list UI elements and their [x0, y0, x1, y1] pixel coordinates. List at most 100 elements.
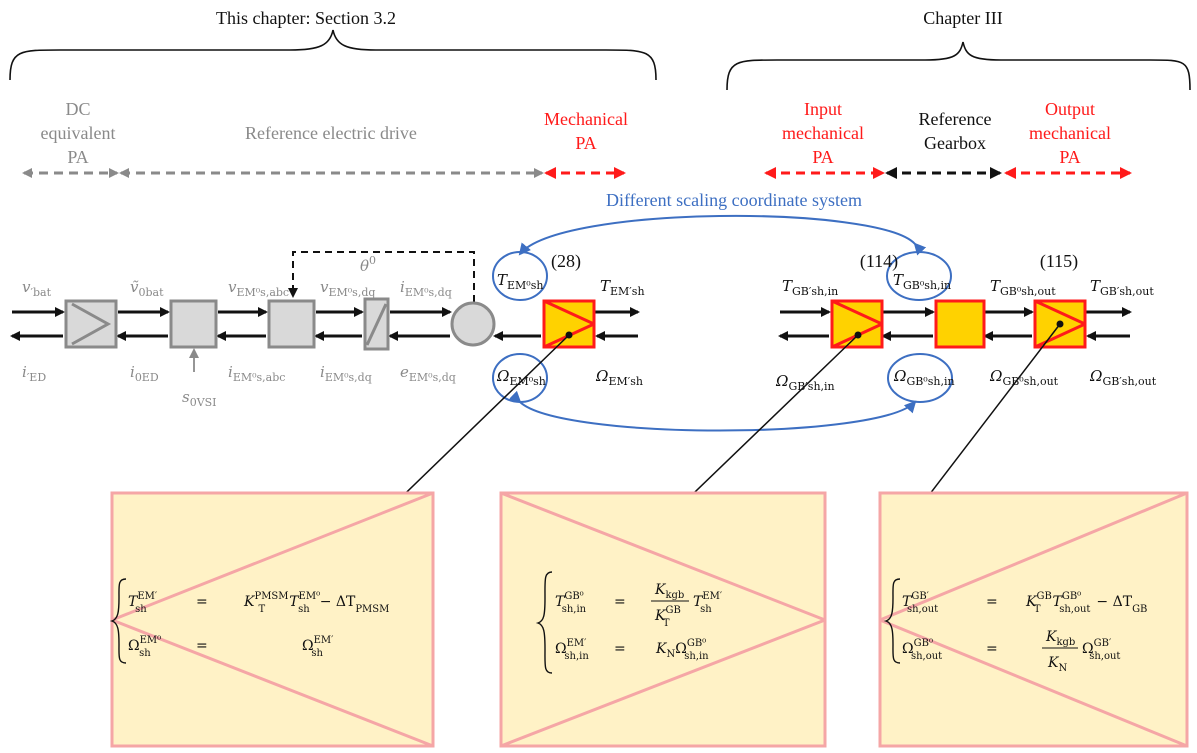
section-output-mech-pa: Output mechanical PA: [1029, 99, 1111, 167]
label-T-out-gb0: TGB⁰sh,out: [990, 277, 1056, 298]
label-W-sh-emp: ΩEM′sh: [595, 367, 643, 388]
label-i-dq-top: iEM⁰s,dq: [400, 278, 452, 299]
label-T-out-gbp: TGB′sh,out: [1090, 277, 1154, 298]
svg-text:TGB′sh,out: TGB′sh,out: [902, 591, 938, 615]
machine-circle: [450, 301, 496, 347]
svg-text:=: =: [614, 594, 626, 610]
svg-text:Gearbox: Gearbox: [924, 133, 986, 153]
svg-text:ΩGB⁰sh,out: ΩGB⁰sh,out: [902, 638, 942, 662]
svg-text:PA: PA: [575, 133, 596, 153]
label-W-out-gb0: ΩGB⁰sh,out: [989, 367, 1059, 388]
brace-left: [9, 29, 657, 81]
svg-text:Reference: Reference: [919, 109, 992, 129]
mech-pa-block: [542, 299, 596, 349]
label-T-in-gbp: TGB′sh,in: [782, 277, 838, 298]
label-T-sh-em0: TEM⁰sh: [497, 271, 543, 292]
section-ref-gearbox: Reference Gearbox: [919, 109, 992, 153]
pointer-middle: [670, 334, 859, 516]
header-right: Chapter III: [923, 8, 1002, 28]
brace-right: [726, 41, 1191, 91]
label-W-sh-em0: ΩEM⁰sh: [496, 367, 546, 388]
svg-text:Kkgb: Kkgb: [654, 582, 684, 601]
section-dc-pa: DC equivalent PA: [41, 99, 116, 167]
label-i-abc: iEM⁰s,abc: [228, 363, 285, 384]
svg-text:Kkgb: Kkgb: [1045, 629, 1075, 648]
svg-text:ΩEM′sh,in: ΩEM′sh,in: [555, 638, 589, 662]
label-vt-bat: ṽ0bat: [130, 278, 164, 299]
svg-text:TGB⁰sh,in: TGB⁰sh,in: [555, 591, 587, 615]
blue-circles: [492, 251, 953, 403]
signal-labels-mech: TEM⁰sh TEM′sh ΩEM⁰sh ΩEM′sh TGB′sh,in TG…: [496, 271, 1157, 393]
section-mech-pa: Mechanical PA: [544, 109, 628, 153]
ref-28: (28): [551, 251, 581, 272]
label-W-out-gbp: ΩGB′sh,out: [1089, 367, 1157, 388]
gearbox-block: [934, 299, 986, 349]
svg-text:PA: PA: [1059, 147, 1080, 167]
scaling-label: Different scaling coordinate system: [606, 190, 862, 210]
svg-text:Mechanical: Mechanical: [544, 109, 628, 129]
label-theta: θ0: [360, 254, 376, 275]
svg-text:PA: PA: [812, 147, 833, 167]
label-T-in-gb0: TGB⁰sh,in: [893, 271, 951, 292]
svg-text:=: =: [986, 594, 998, 610]
right-chain-wires: [778, 307, 1132, 341]
svg-text:DC: DC: [65, 99, 90, 119]
svg-text:KN: KN: [1047, 655, 1067, 674]
ref-115: (115): [1040, 251, 1078, 272]
svg-text:=: =: [986, 641, 998, 657]
label-W-in-gbp: ΩGB′sh,in: [775, 372, 835, 393]
section-ref-drive: Reference electric drive: [245, 123, 417, 143]
panel-left: [110, 491, 435, 748]
label-W-in-gb0: ΩGB⁰sh,in: [893, 367, 955, 388]
svg-text:Input: Input: [804, 99, 842, 119]
svg-text:=: =: [196, 638, 208, 654]
svg-text:mechanical: mechanical: [1029, 123, 1111, 143]
svg-text:=: =: [196, 594, 208, 610]
svg-text:equivalent: equivalent: [41, 123, 116, 143]
eq-brace-left: [109, 578, 127, 664]
eq-brace-right: [883, 578, 901, 664]
label-s-vsi: s0VSI: [182, 388, 217, 409]
pointer-right: [913, 323, 1061, 516]
label-e-dq: eEM⁰s,dq: [400, 363, 456, 384]
section-input-mech-pa: Input mechanical PA: [782, 99, 864, 167]
theta-feedback: [288, 251, 475, 302]
eq-brace-middle: [535, 571, 553, 674]
label-i-ed: i′ED: [22, 363, 46, 384]
label-i-dq: iEM⁰s,dq: [320, 363, 372, 384]
transform-block: [267, 299, 316, 349]
svg-text:TEM′sh: TEM′sh: [128, 591, 158, 615]
blue-arc-bottom: [508, 390, 917, 432]
label-v-dq: vEM⁰s,dq: [320, 278, 375, 299]
blue-arc-top: [518, 214, 927, 256]
svg-text:Output: Output: [1045, 99, 1095, 119]
svg-text:mechanical: mechanical: [782, 123, 864, 143]
panel-middle: [499, 491, 827, 748]
signal-labels-left: v′bat ṽ0bat vEM⁰s,abc vEM⁰s,dq θ0 iEM⁰s,…: [22, 254, 456, 409]
panel-right: [878, 491, 1189, 748]
svg-text:TEM′sh: TEM′sh: [693, 591, 723, 615]
label-v-abc: vEM⁰s,abc: [228, 278, 289, 299]
label-i-ed0: i0ED: [130, 363, 159, 384]
inverter-block: [169, 299, 218, 349]
ref-114: (114): [860, 251, 898, 272]
label-T-sh-emp: TEM′sh: [600, 277, 645, 298]
svg-text:=: =: [614, 641, 626, 657]
park-block: [363, 297, 390, 351]
svg-text:ΩEM′sh: ΩEM′sh: [302, 635, 334, 659]
svg-text:PA: PA: [67, 147, 88, 167]
output-pa-block: [1033, 299, 1087, 349]
svg-text:ΩGB′sh,out: ΩGB′sh,out: [1082, 638, 1120, 662]
dc-pa-block: [64, 299, 118, 349]
label-v-bat: v′bat: [22, 278, 52, 299]
left-chain-wires: [10, 307, 640, 341]
pointer-left: [382, 334, 570, 516]
